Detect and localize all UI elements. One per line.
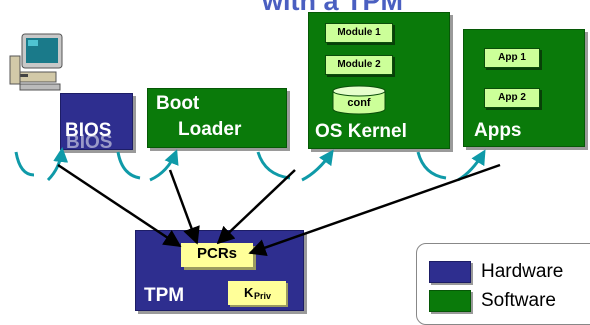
legend-software-swatch	[429, 290, 471, 312]
app-2: App 2	[484, 88, 540, 108]
os-kernel-label: OS Kernel	[315, 121, 407, 142]
conf-label: conf	[347, 97, 371, 109]
pcrs-register: PCRs	[181, 243, 253, 267]
pcrs-label: PCRs	[196, 245, 237, 262]
computer-icon	[8, 30, 70, 92]
arrow-bootloader-to-pcrs	[168, 169, 200, 245]
bios-label-shadow: BIOS	[66, 132, 113, 153]
transition-arcs	[14, 147, 486, 182]
transition-arc-7	[416, 151, 447, 180]
bios-label: BIOS	[65, 120, 112, 141]
tpm-label: TPM	[144, 285, 185, 306]
legend-hardware-swatch	[429, 261, 471, 283]
transition-arc-2	[46, 147, 69, 182]
transition-arc-4	[149, 149, 179, 182]
transition-arc-1	[14, 151, 35, 177]
legend-hardware-label: Hardware	[481, 261, 564, 282]
private-key-box: K Priv	[228, 281, 286, 305]
boot-loader-block: Boot Loader	[147, 88, 287, 148]
apps-block: App 1 App 2 Apps	[463, 29, 585, 147]
apps-label: Apps	[474, 120, 522, 141]
transition-arc-5	[256, 151, 291, 180]
transition-arc-3	[116, 151, 141, 180]
transition-arc-6	[301, 149, 334, 182]
bios-block: BIOS BIOS	[60, 93, 133, 153]
private-key-subscript: Priv	[254, 291, 272, 301]
private-key-label: K	[244, 285, 254, 300]
boot-loader-label-line2: Loader	[178, 119, 242, 140]
module-1: Module 1	[325, 23, 393, 43]
conf-cylinder: conf	[331, 85, 387, 115]
arrow-oskernel-to-pcrs	[216, 169, 296, 245]
boot-loader-label-line1: Boot	[156, 93, 200, 114]
arrow-apps-to-pcrs	[248, 163, 501, 257]
legend-software-label: Software	[481, 290, 556, 311]
legend: Hardware Software	[416, 243, 590, 325]
module-2: Module 2	[325, 55, 393, 75]
app-1: App 1	[484, 48, 540, 68]
os-kernel-block: Module 1 Module 2 conf OS Kernel	[308, 12, 450, 149]
arrow-computer-to-pcrs	[57, 163, 182, 248]
